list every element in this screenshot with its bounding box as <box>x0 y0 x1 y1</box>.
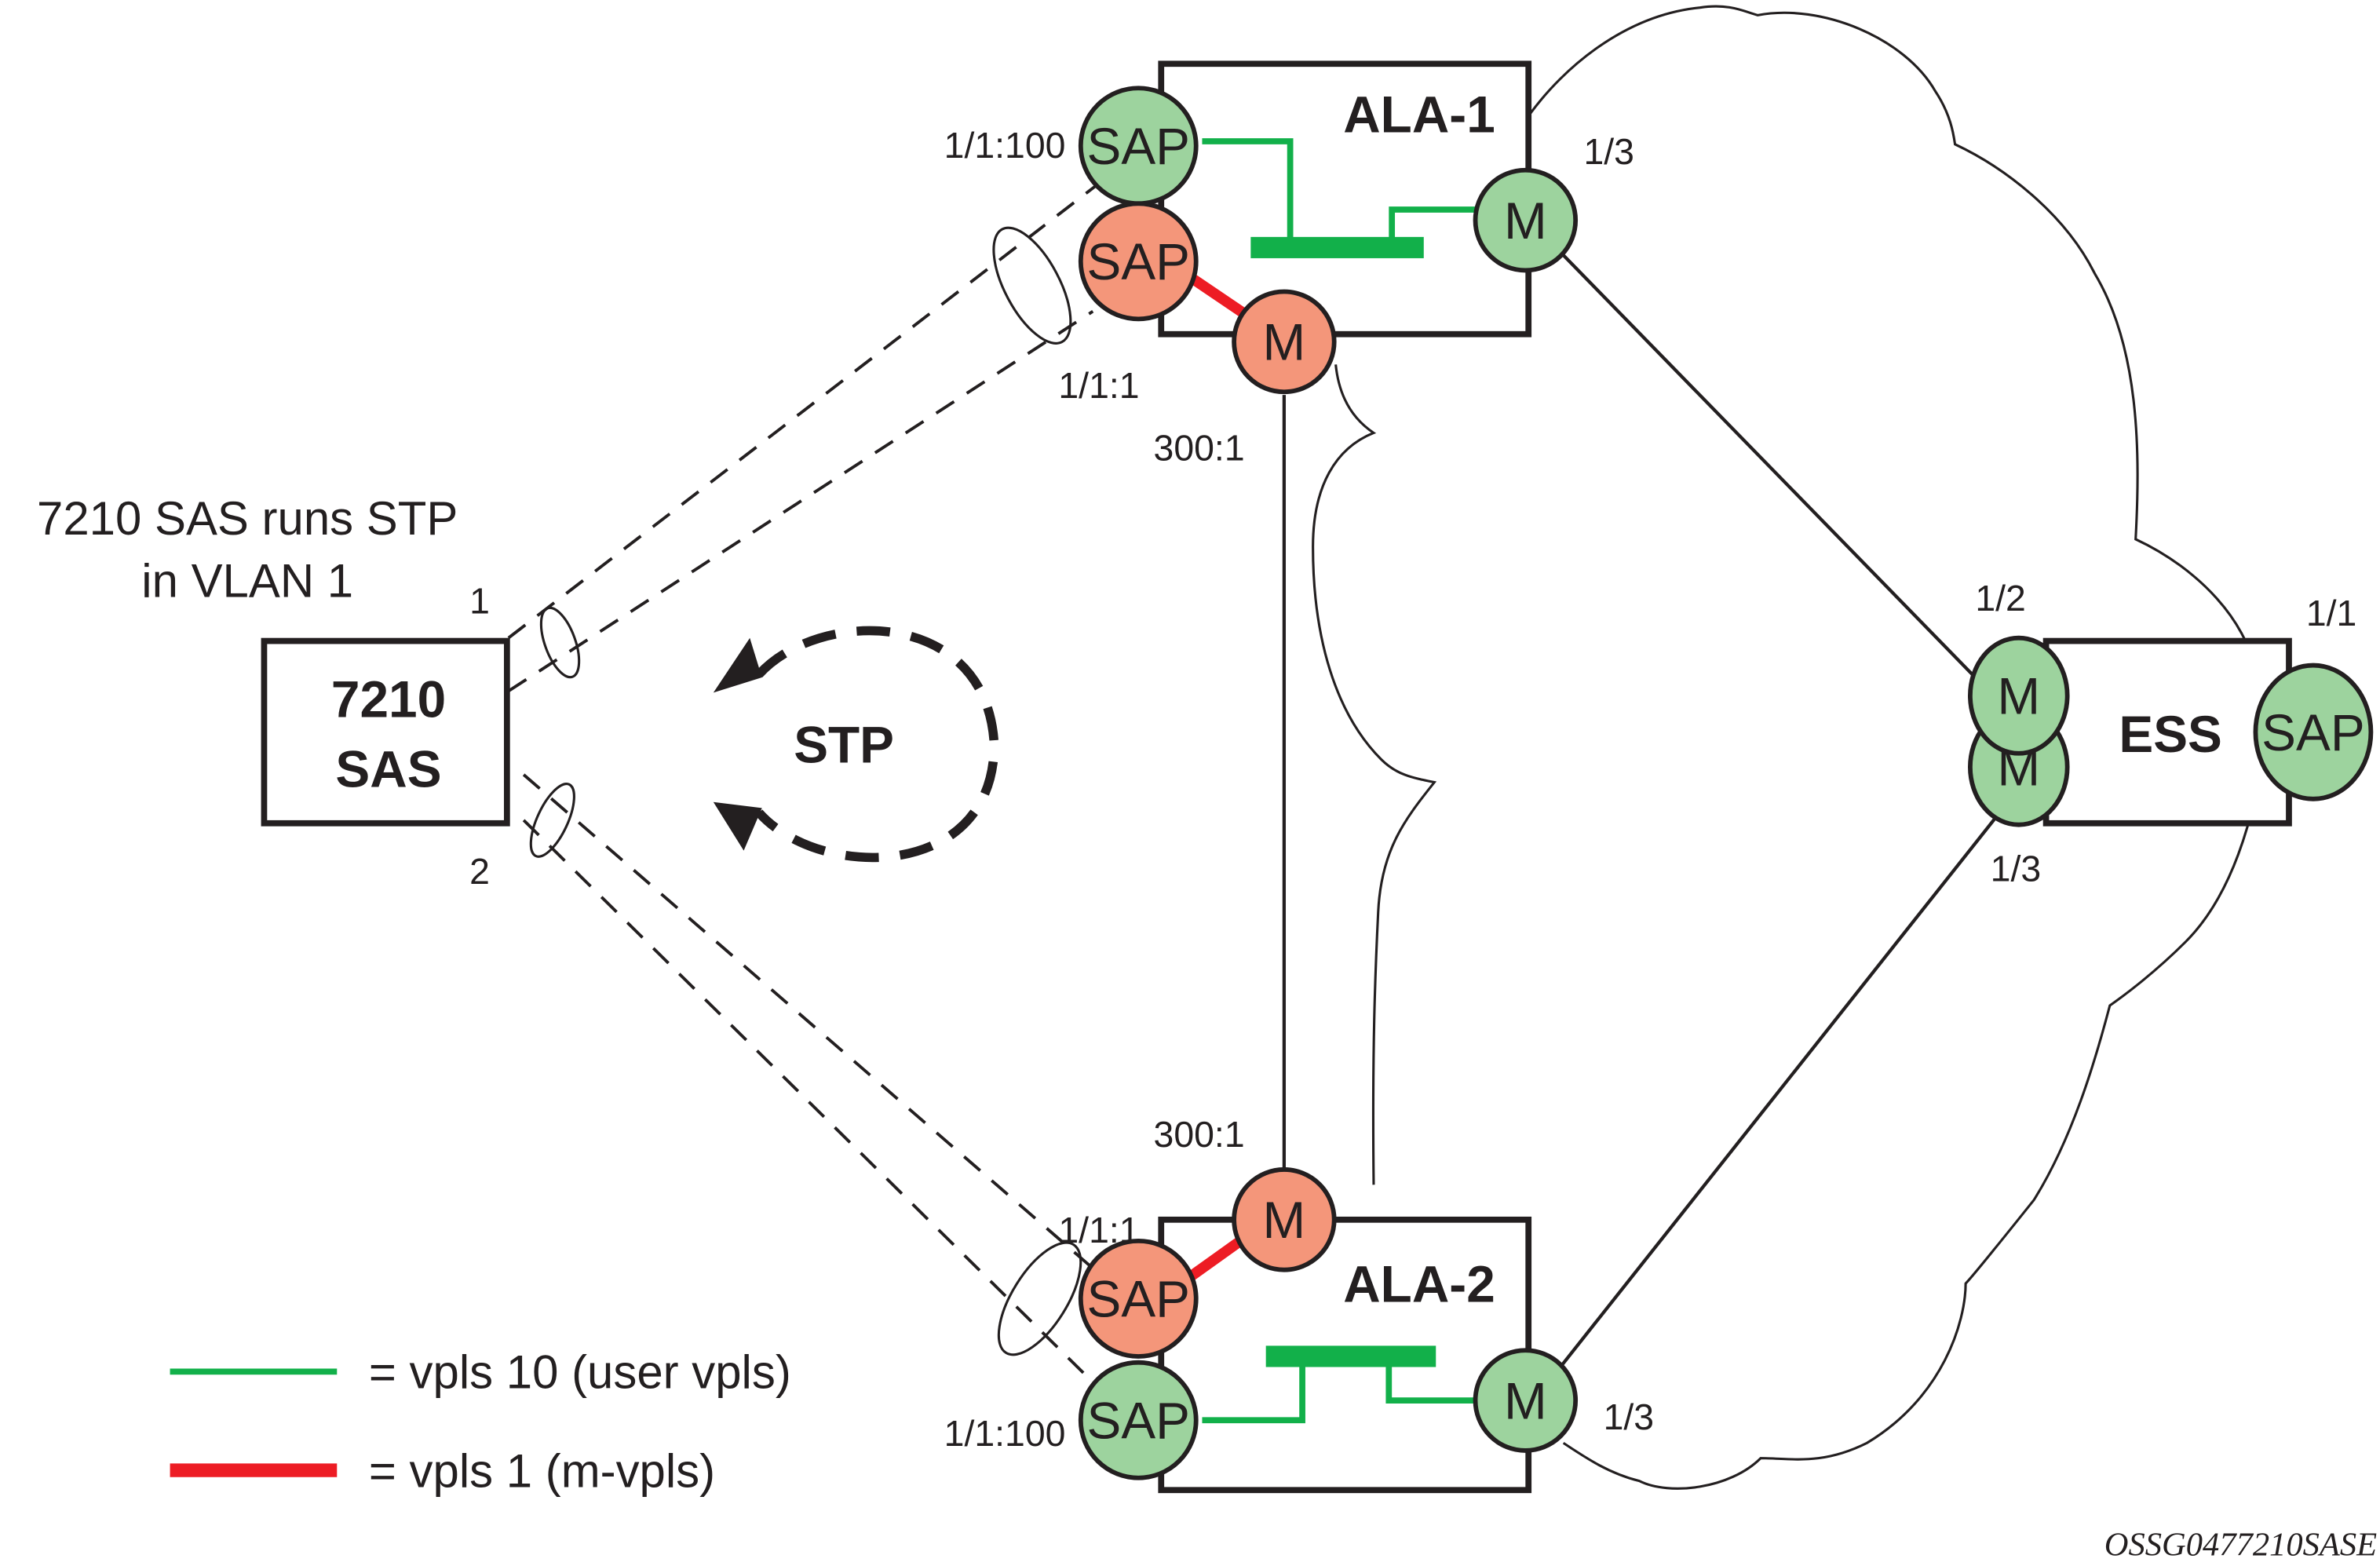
ala1-device-box[interactable] <box>1158 60 1532 338</box>
access-link-sas-ala2-user <box>522 819 1094 1384</box>
lag-ring-sas-port2 <box>529 783 575 858</box>
ala1-user-vpls-line-sap <box>1202 138 1294 246</box>
ala1-mesh-user[interactable] <box>1473 167 1579 273</box>
ala2-mesh-mvpls-text: M <box>1263 1191 1306 1249</box>
ala1-sap-user-text: SAP <box>1086 117 1190 175</box>
ala1-mesh-user-port: 1/3 <box>1583 131 1634 172</box>
ala2-user-vpls-line-mesh <box>1385 1356 1482 1404</box>
ess-sap-text: SAP <box>2261 703 2365 761</box>
stp-arrowhead-top-icon <box>713 637 762 693</box>
ala1-sap-mvpls[interactable] <box>1078 201 1199 322</box>
lag-ring-ala2 <box>997 1241 1082 1356</box>
ala2-sap-mvpls[interactable] <box>1078 1239 1199 1359</box>
legend: = vpls 10 (user vpls) = vpls 1 (m-vpls) <box>170 1346 791 1497</box>
legend-mvpls-label: = vpls 1 (m-vpls) <box>369 1444 715 1497</box>
lag-ring-ala1 <box>992 226 1072 345</box>
link-ala2-ess <box>1559 816 1998 1368</box>
ala2-mvpls-line <box>1188 1233 1248 1280</box>
annotation-line2: in VLAN 1 <box>141 554 353 607</box>
access-link-sas-ala1-user <box>507 181 1102 640</box>
ess-mesh-top-port: 1/2 <box>1975 578 2025 619</box>
ess-title: ESS <box>2119 705 2222 763</box>
ala2-sap-mvpls-port: 1/1:1 <box>1058 1210 1139 1250</box>
ala2-sap-mvpls-text: SAP <box>1086 1270 1190 1328</box>
access-link-sas-ala1-mvpls <box>507 310 1094 693</box>
ess-sap-port: 1/1 <box>2306 593 2356 633</box>
ala2-mesh-user[interactable] <box>1473 1348 1579 1453</box>
ess-mesh-top[interactable] <box>1968 635 2070 756</box>
ala1-mesh-user-text: M <box>1504 192 1547 250</box>
ala2-sap-user[interactable] <box>1078 1360 1199 1480</box>
ala1-sap-mvpls-text: SAP <box>1086 232 1190 290</box>
ala1-user-vpls-line-mesh <box>1389 206 1482 246</box>
ala1-vpls10-bridge-bar <box>1250 236 1424 258</box>
annotation-line1: 7210 SAS runs STP <box>37 492 458 545</box>
ala1-sap-mvpls-port: 1/1:1 <box>1058 365 1139 406</box>
ess-mesh-top-text: M <box>1997 666 2040 725</box>
stp-label: STP <box>794 715 894 773</box>
access-link-sas-ala2-mvpls <box>522 773 1094 1270</box>
network-cloud-inner-edge <box>1312 364 1437 1185</box>
sas-device-title-line1: 7210 <box>331 670 446 728</box>
lag-ring-sas-port1 <box>539 606 581 679</box>
ala1-title: ALA-1 <box>1343 85 1495 143</box>
ala1-mesh-mvpls[interactable] <box>1232 289 1337 395</box>
ess-sap[interactable] <box>2253 663 2374 801</box>
ala2-vpls10-bridge-bar <box>1265 1345 1436 1367</box>
ala2-mesh-mvpls-port: 300:1 <box>1154 1114 1245 1155</box>
ala2-mesh-user-text: M <box>1504 1371 1547 1429</box>
figure-id: OSSG0477210SASE <box>2104 1526 2377 1563</box>
ala1-mesh-mvpls-text: M <box>1263 313 1306 371</box>
sas-port-1-label: 1 <box>469 581 490 622</box>
ala2-title: ALA-2 <box>1343 1254 1495 1312</box>
ala1-mvpls-line <box>1188 273 1251 321</box>
ala1-sap-user-port: 1/1:100 <box>944 125 1066 166</box>
ala2-mesh-user-port: 1/3 <box>1604 1396 1654 1437</box>
ala2-sap-user-text: SAP <box>1086 1391 1190 1449</box>
link-ala1-ess <box>1562 254 1998 700</box>
sas-device-title-line2: SAS <box>335 739 441 798</box>
ess-mesh-bottom-port: 1/3 <box>1991 848 2041 889</box>
sas-port-2-label: 2 <box>469 851 490 892</box>
legend-user-vpls-label: = vpls 10 (user vpls) <box>369 1346 791 1399</box>
ala2-mesh-mvpls[interactable] <box>1232 1167 1337 1272</box>
sas-device-box[interactable] <box>261 637 510 827</box>
ala2-user-vpls-line-sap <box>1202 1356 1305 1424</box>
stp-arrowhead-bottom-icon <box>713 801 762 851</box>
ala1-mesh-mvpls-port: 300:1 <box>1154 427 1245 468</box>
ala2-sap-user-port: 1/1:100 <box>944 1413 1066 1454</box>
